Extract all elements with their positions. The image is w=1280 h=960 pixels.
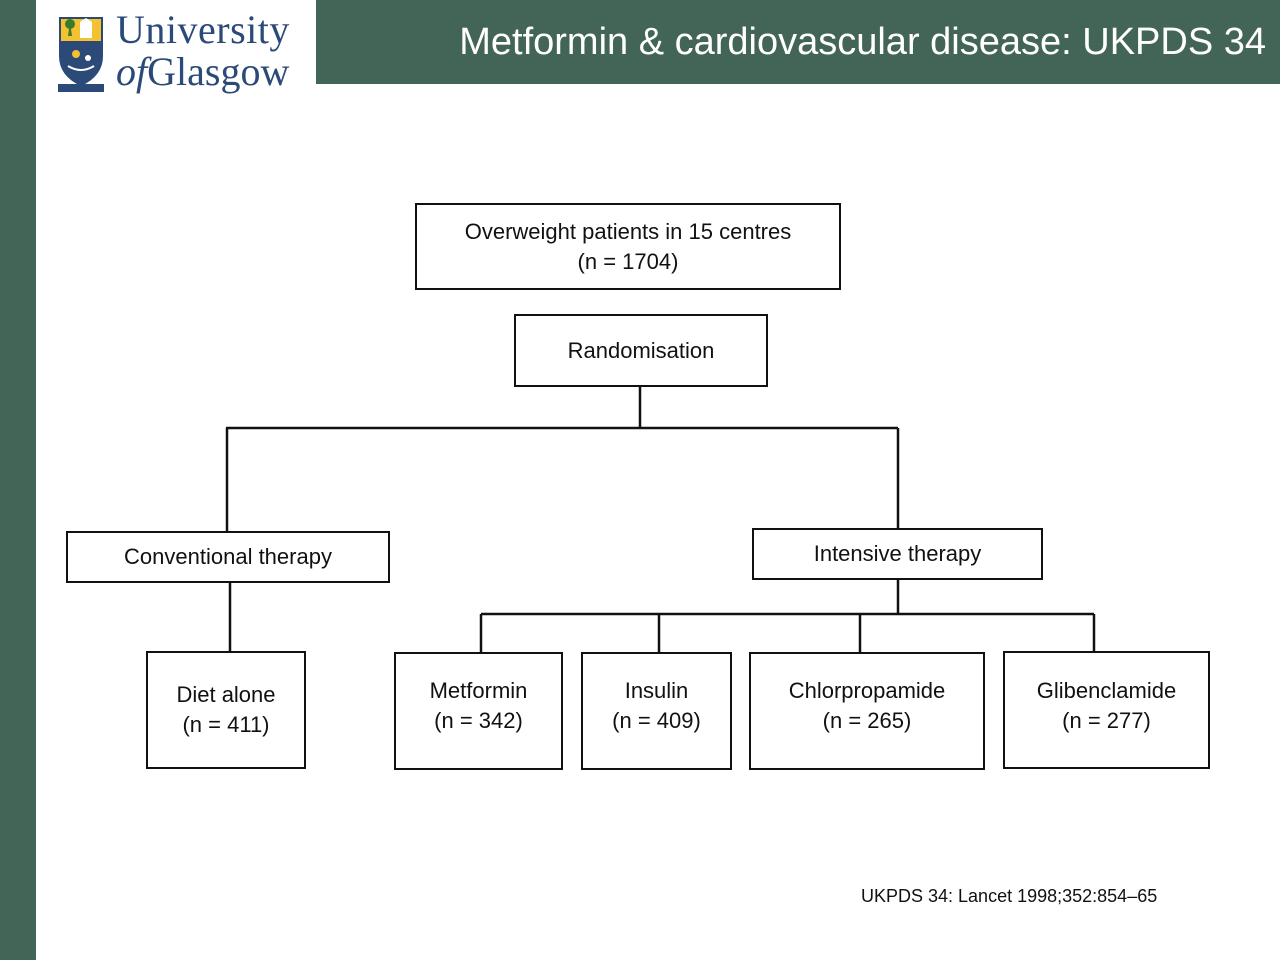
box-diet-alone-line2: (n = 411) bbox=[182, 712, 270, 737]
crest-motto: VIA VERITAS VITA bbox=[59, 86, 103, 92]
box-metformin: Metformin (n = 342) bbox=[394, 652, 563, 770]
page-title: Metformin & cardiovascular disease: UKPD… bbox=[459, 20, 1266, 63]
box-overweight-patients-line2: (n = 1704) bbox=[577, 248, 679, 274]
box-chlorpropamide-line2: (n = 265) bbox=[822, 708, 912, 733]
box-overweight-patients: Overweight patients in 15 centres (n = 1… bbox=[415, 203, 841, 290]
box-insulin: Insulin (n = 409) bbox=[581, 652, 732, 770]
box-insulin-line2: (n = 409) bbox=[612, 708, 701, 733]
wordmark-university: University bbox=[116, 7, 290, 52]
box-intensive-therapy-label: Intensive therapy bbox=[813, 541, 982, 566]
box-chlorpropamide: Chlorpropamide (n = 265) bbox=[749, 652, 985, 770]
box-glibenclamide-line2: (n = 277) bbox=[1062, 708, 1151, 733]
box-insulin-line1: Insulin bbox=[624, 678, 689, 703]
box-randomisation-label: Randomisation bbox=[567, 337, 715, 363]
box-randomisation: Randomisation bbox=[514, 314, 768, 387]
box-conventional-therapy-label: Conventional therapy bbox=[124, 544, 332, 569]
university-logo: University ofGlasgow VIA VERITAS VITA bbox=[36, 0, 316, 100]
university-crest-icon bbox=[58, 17, 104, 92]
citation: UKPDS 34: Lancet 1998;352:854–65 bbox=[861, 886, 1158, 906]
box-intensive-therapy: Intensive therapy bbox=[752, 528, 1043, 580]
box-metformin-line2: (n = 342) bbox=[434, 708, 523, 733]
left-accent-bar bbox=[0, 0, 36, 960]
box-diet-alone-line1: Diet alone bbox=[176, 682, 276, 707]
box-conventional-therapy: Conventional therapy bbox=[66, 531, 390, 583]
box-overweight-patients-line1: Overweight patients in 15 centres bbox=[464, 218, 792, 244]
title-bar: Metformin & cardiovascular disease: UKPD… bbox=[316, 0, 1280, 84]
box-diet-alone: Diet alone (n = 411) bbox=[146, 651, 306, 769]
box-glibenclamide-line1: Glibenclamide bbox=[1036, 678, 1177, 703]
box-glibenclamide: Glibenclamide (n = 277) bbox=[1003, 651, 1210, 769]
box-metformin-line1: Metformin bbox=[429, 678, 528, 703]
box-chlorpropamide-line1: Chlorpropamide bbox=[788, 678, 946, 703]
university-wordmark: University ofGlasgow bbox=[116, 10, 290, 92]
wordmark-glasgow: ofGlasgow bbox=[116, 49, 290, 94]
